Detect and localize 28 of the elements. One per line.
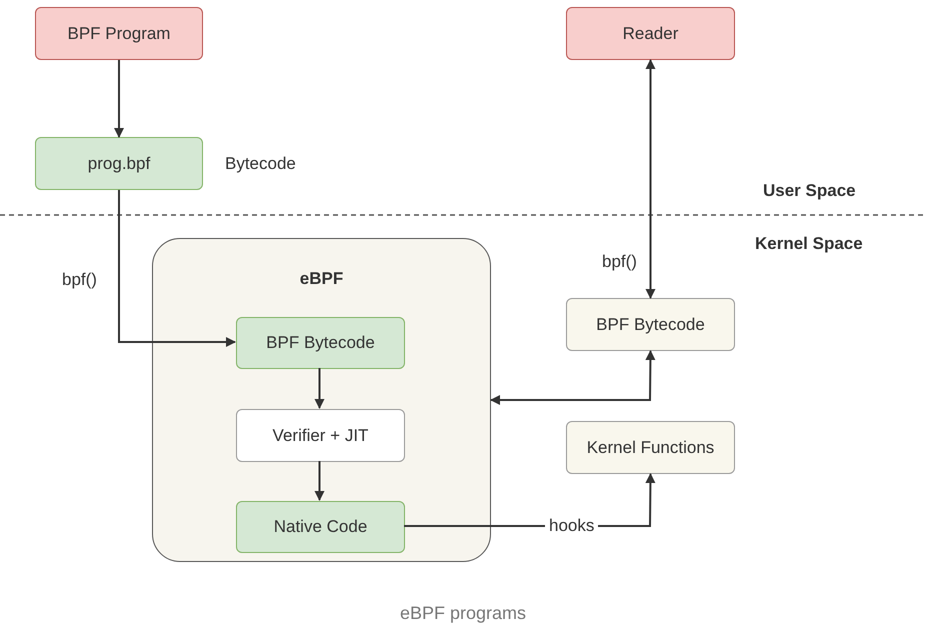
node-label: BPF Program xyxy=(68,24,170,44)
arrow xyxy=(314,461,324,501)
process-box xyxy=(35,7,203,60)
ebpf-container xyxy=(152,238,491,562)
process-box xyxy=(236,317,405,369)
region-label: User Space xyxy=(763,181,856,201)
process-box xyxy=(566,7,735,60)
arrow xyxy=(490,350,656,405)
node-caption: Bytecode xyxy=(225,154,296,174)
node-label: Kernel Functions xyxy=(586,438,714,458)
arrow xyxy=(314,368,324,409)
node-label: BPF Bytecode xyxy=(596,314,705,334)
arrow xyxy=(646,59,656,299)
process-box xyxy=(236,409,405,462)
region-label: Kernel Space xyxy=(755,234,863,254)
process-box xyxy=(566,298,735,351)
process-box xyxy=(236,501,405,553)
arrow xyxy=(118,190,236,347)
node-label: Reader xyxy=(622,24,678,44)
node-label: prog.bpf xyxy=(88,154,150,174)
node-label: Native Code xyxy=(274,517,368,537)
caption: eBPF programs xyxy=(398,603,528,624)
process-box xyxy=(566,421,735,474)
node-label: Verifier + JIT xyxy=(272,426,368,446)
group-title: eBPF xyxy=(300,269,344,289)
process-box xyxy=(35,137,203,190)
arrow xyxy=(114,60,124,138)
node-label: BPF Bytecode xyxy=(266,333,375,353)
